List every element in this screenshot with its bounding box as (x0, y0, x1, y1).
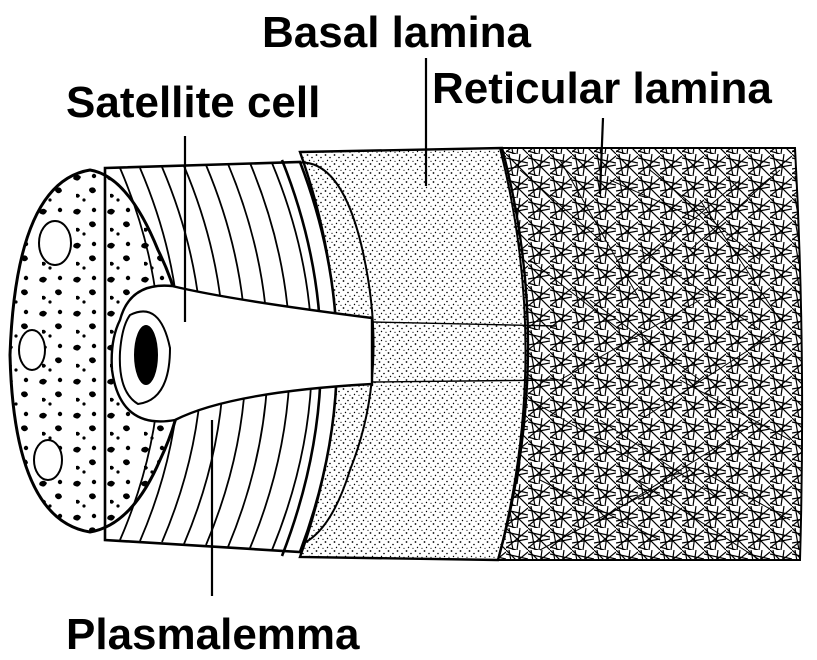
reticular-lamina-label: Reticular lamina (432, 64, 772, 114)
plasmalemma-label: Plasmalemma (66, 610, 360, 660)
satellite-cell-label: Satellite cell (66, 78, 320, 128)
satellite-cell-nucleus (134, 325, 158, 385)
reticular-lamina-region (498, 148, 802, 560)
basal-lamina-label: Basal lamina (262, 8, 531, 58)
